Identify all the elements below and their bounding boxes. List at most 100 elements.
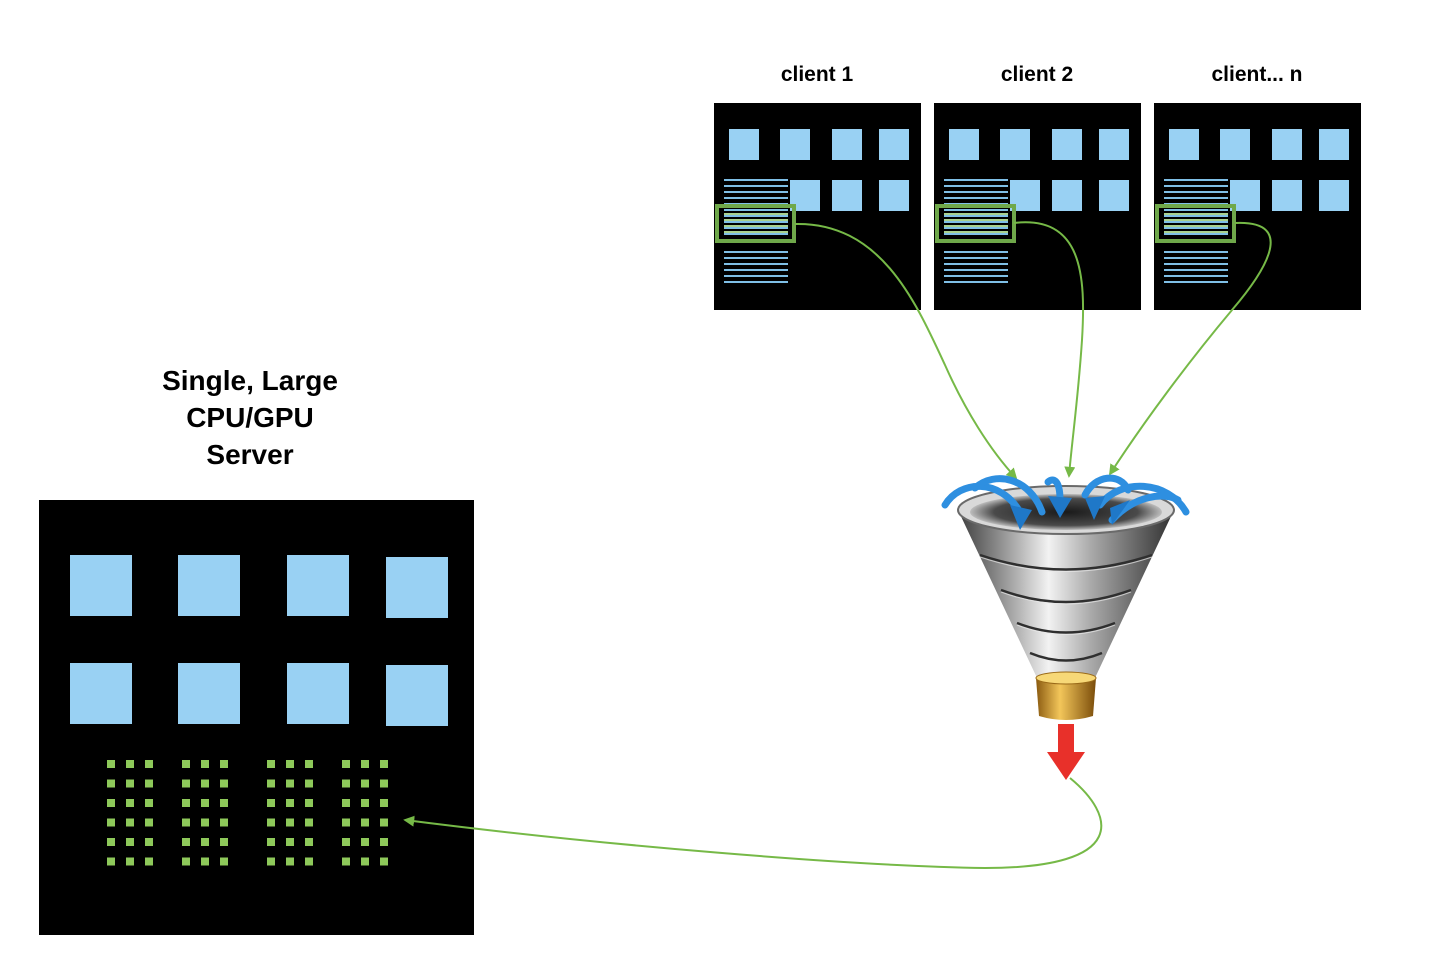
server-core-dot [361, 799, 369, 807]
server-core-dot [380, 760, 388, 768]
server-title-line-2: CPU/GPU [186, 402, 314, 433]
server-core-dot [286, 779, 294, 788]
client-2-selected-batch-box [935, 204, 1016, 243]
client-n-selected-batch-box [1155, 204, 1236, 243]
server-core-dot [380, 857, 388, 866]
server-core-dot [126, 799, 134, 807]
client-2-processor-block [1099, 129, 1129, 160]
server-processor-block [178, 555, 240, 616]
server-core-dot [305, 818, 313, 827]
server-processor-block [386, 557, 448, 618]
client-2-processor-block [1052, 129, 1082, 160]
server-core-dot [305, 760, 313, 768]
server-core-dot [267, 779, 275, 788]
server-core-dot [380, 799, 388, 807]
server-core-dot [145, 779, 153, 788]
server-core-dot [342, 838, 350, 846]
client-2-flow-arrow [1013, 221, 1085, 478]
client-1-processor-block [729, 129, 759, 160]
server-core-dot [361, 779, 369, 788]
server-processor-block [70, 663, 132, 724]
client-internals [715, 129, 1349, 286]
server-processor-block [386, 665, 448, 726]
client-n-flow-arrow [1109, 221, 1272, 476]
funnel-inflow-arrows-icon [941, 474, 1190, 524]
server-core-dot [305, 857, 313, 866]
server-core-dot [182, 799, 190, 807]
client-n-processor-block [1272, 129, 1302, 160]
server-core-dot [126, 857, 134, 866]
server-core-dot [286, 760, 294, 768]
server-core-dot [220, 760, 228, 768]
server-core-dot [182, 838, 190, 846]
client-n-processor-block [1169, 129, 1199, 160]
funnel-inflow-arrowheads-icon [1010, 496, 1130, 530]
server-core-dot [342, 760, 350, 768]
server-core-dot [342, 799, 350, 807]
server-core-dot [107, 779, 115, 788]
server-core-dot [305, 779, 313, 788]
server-core-dot [220, 838, 228, 846]
client-1-selected-batch-box [715, 204, 796, 243]
server-core-dot [267, 857, 275, 866]
server-core-dot [107, 838, 115, 846]
client-1-processor-block [832, 129, 862, 160]
client-2-processor-block [949, 129, 979, 160]
server-core-dot [107, 799, 115, 807]
server-core-dot [342, 818, 350, 827]
server-core-dot [201, 857, 209, 866]
client-2-processor-block [1052, 180, 1082, 211]
server-core-dot [182, 818, 190, 827]
server-core-dot [182, 779, 190, 788]
client-2-processor-block [1099, 180, 1129, 211]
client-2-label: client 2 [1000, 63, 1074, 86]
server-core-dot [220, 779, 228, 788]
server-core-dot [201, 779, 209, 788]
server-core-dot [220, 799, 228, 807]
server-core-dot [220, 818, 228, 827]
server-core-dot [126, 818, 134, 827]
server-core-dot [145, 799, 153, 807]
server-core-dot [267, 818, 275, 827]
server-processor-block [70, 555, 132, 616]
server-title: Single, Large CPU/GPU Server [100, 362, 400, 473]
server-title-line-1: Single, Large [162, 365, 338, 396]
server-core-dot [342, 857, 350, 866]
client-n-processor-block [1220, 129, 1250, 160]
server-core-dot [361, 818, 369, 827]
server-core-dot [380, 779, 388, 788]
server-core-dot [145, 818, 153, 827]
server-processor-block [178, 663, 240, 724]
server-core-dot [145, 857, 153, 866]
server-core-dot [107, 857, 115, 866]
server-internals [70, 555, 448, 866]
client-n-processor-block [1319, 180, 1349, 211]
server-core-dot [126, 760, 134, 768]
server-core-dot [182, 857, 190, 866]
server-core-dot [107, 760, 115, 768]
client-2-processor-block [1000, 129, 1030, 160]
server-core-dot [342, 779, 350, 788]
client-n-label: client... n [1211, 63, 1303, 86]
server-core-dot [305, 799, 313, 807]
server-core-dot [380, 838, 388, 846]
client-n-processor-block [1319, 129, 1349, 160]
server-title-line-3: Server [206, 439, 294, 470]
client-1-processor-block [879, 180, 909, 211]
server-core-dot [201, 838, 209, 846]
server-core-dot [286, 857, 294, 866]
server-core-dot [201, 818, 209, 827]
server-core-dot [201, 760, 209, 768]
down-arrow-icon [1047, 724, 1085, 780]
client-1-label: client 1 [780, 63, 854, 86]
server-core-dot [286, 799, 294, 807]
server-core-dot [126, 838, 134, 846]
server-core-dot [145, 760, 153, 768]
server-processor-block [287, 663, 349, 724]
server-core-dot [380, 818, 388, 827]
server-core-dot [201, 799, 209, 807]
client-n-processor-block [1272, 180, 1302, 211]
server-core-dot [145, 838, 153, 846]
server-core-dot [305, 838, 313, 846]
